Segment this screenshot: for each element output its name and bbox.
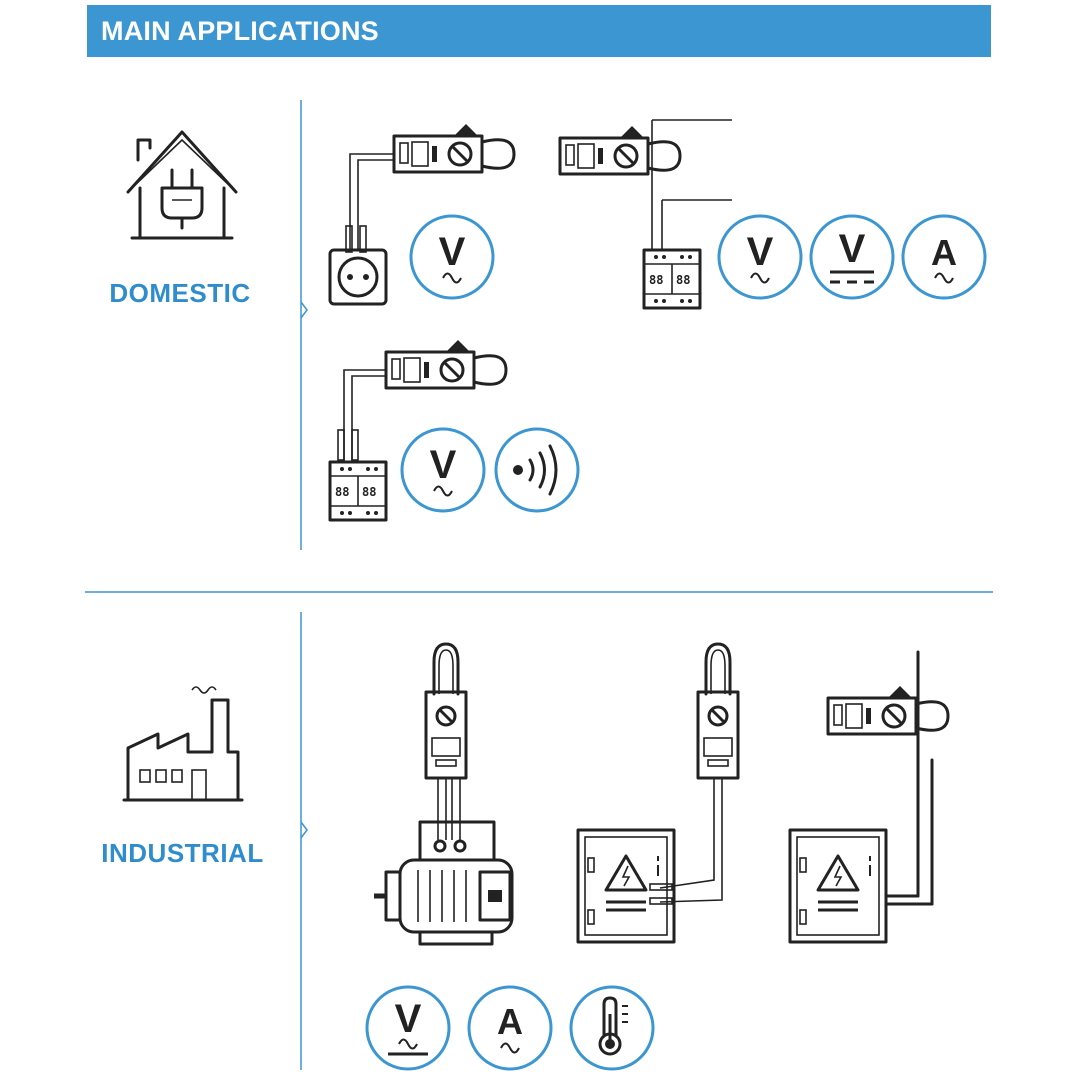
svg-text:V: V [395, 997, 422, 1041]
industrial-clamp-cabinet-probe [576, 642, 740, 944]
svg-text:A: A [497, 1001, 523, 1042]
domestic-clamp-socket [328, 122, 516, 306]
ac-voltage-symbol: V [409, 214, 495, 300]
temperature-symbol [569, 985, 655, 1071]
domestic-clamp-continuity [328, 338, 508, 522]
page-title: MAIN APPLICATIONS [101, 16, 379, 46]
industrial-label: INDUSTRIAL [101, 838, 264, 868]
svg-text:V: V [747, 230, 774, 274]
dc-voltage-symbol: V [809, 214, 895, 300]
house-plug-icon [126, 130, 238, 240]
ac-voltage-symbol: V [717, 214, 803, 300]
header-banner: MAIN APPLICATIONS [87, 5, 991, 57]
domestic-clamp-breaker [558, 119, 732, 310]
continuity-symbol [494, 427, 580, 513]
dc-voltage-symbol-industrial: V [365, 985, 451, 1071]
domestic-label: DOMESTIC [109, 278, 251, 308]
svg-text:A: A [931, 232, 957, 273]
ac-voltage-symbol: V [400, 427, 486, 513]
industrial-clamp-cabinet-cable [788, 650, 950, 944]
ac-current-symbol: A [901, 214, 987, 300]
industrial-clamp-motor [374, 642, 514, 946]
ac-current-symbol-industrial: A [467, 985, 553, 1071]
factory-icon [122, 686, 244, 802]
svg-text:V: V [839, 227, 866, 271]
svg-text:V: V [430, 443, 457, 487]
svg-text:V: V [439, 230, 466, 274]
